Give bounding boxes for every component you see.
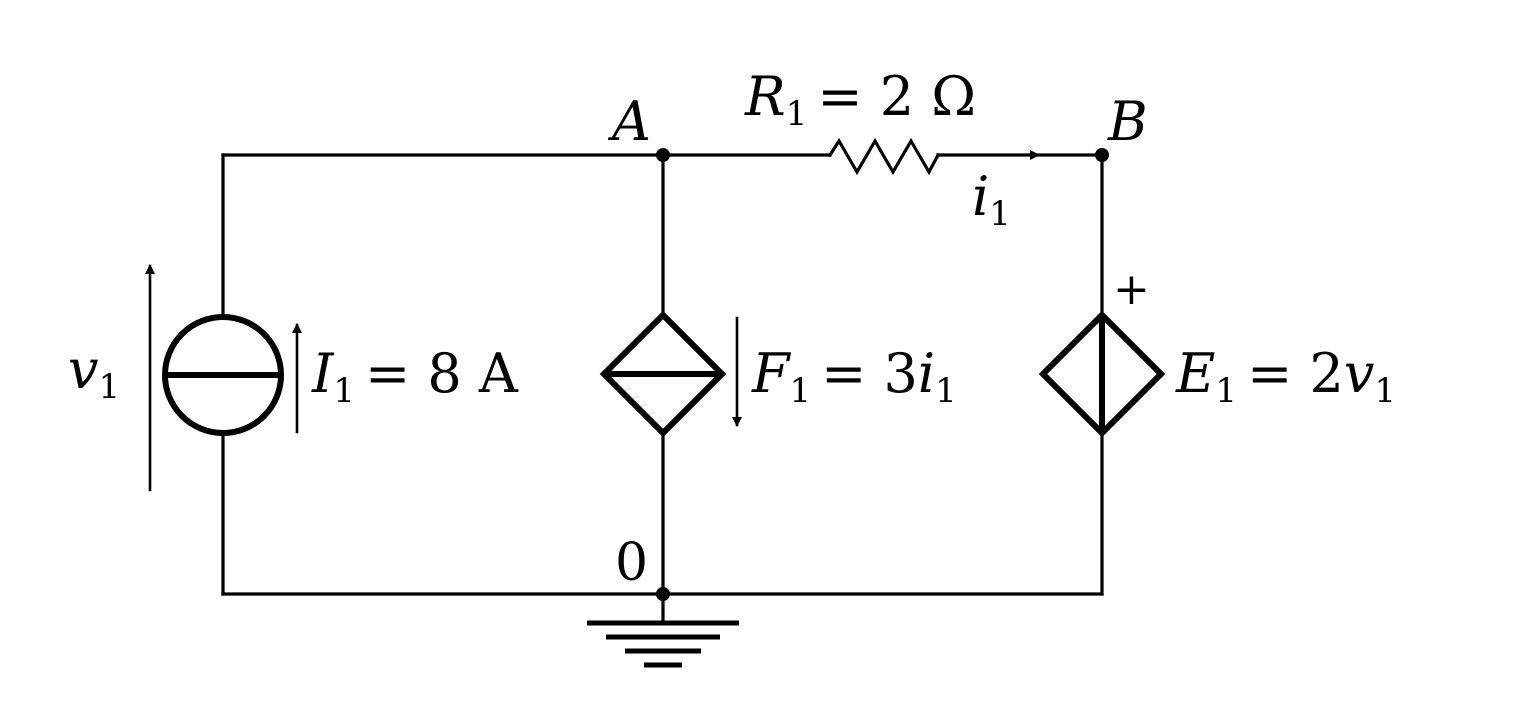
source-e1-polarity: + [1113,264,1150,315]
source-i1-label: I1= 8 A [311,342,519,411]
node-b-dot [1095,148,1109,162]
dependent-current-source-f1 [599,310,727,438]
source-f1-label: F1= 3i1 [751,342,957,411]
ground-node-label: 0 [615,533,648,593]
current-source-i1 [162,314,284,436]
current-i1-label: i1 [972,165,1011,234]
node-a-dot [656,148,670,162]
source-e1-label: E1= 2v1 [1175,342,1396,411]
node-b-label: B [1107,90,1148,153]
resistor-r1 [827,137,941,176]
dependent-voltage-source-e1 [1038,310,1166,438]
voltage-v1-label: v1 [68,338,120,407]
ground-symbol [587,592,739,668]
node-a-label: A [607,90,651,153]
resistor-r1-label: R1= 2 Ω [744,65,976,134]
